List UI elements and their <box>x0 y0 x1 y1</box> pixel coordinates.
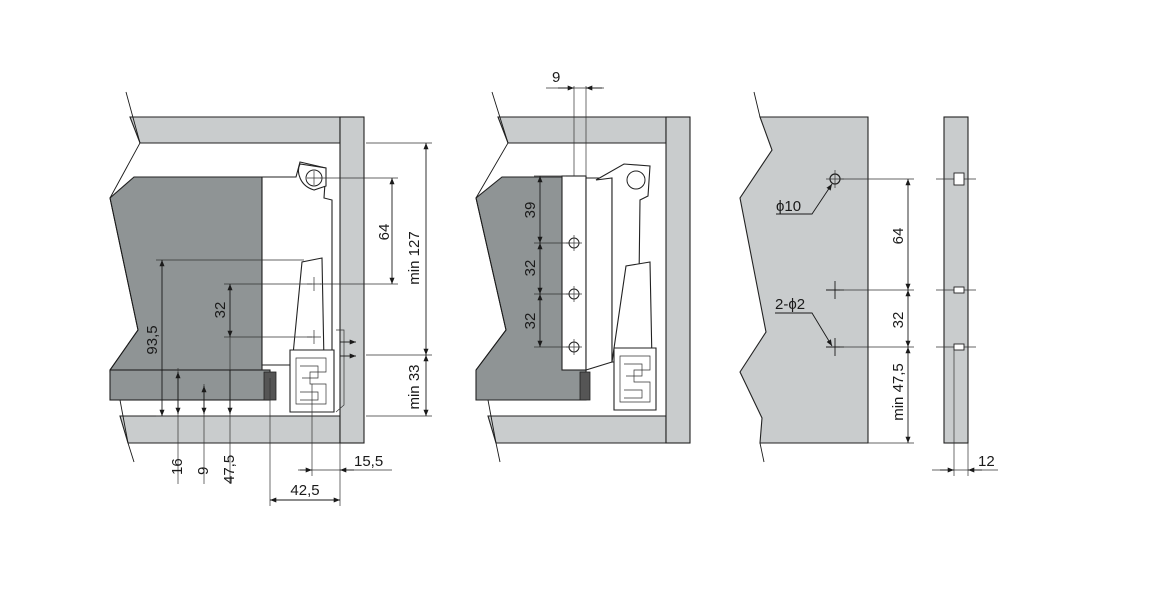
mid-cabinet-bottom-board <box>487 415 667 444</box>
right-edge-profile <box>943 116 969 444</box>
right-view: ϕ10 2-ϕ2 64 32 min 47,5 12 <box>739 91 998 476</box>
left-dim-9: 9 <box>195 467 212 475</box>
left-drawer-front <box>109 176 263 373</box>
right-dim-12: 12 <box>978 453 995 470</box>
middle-view: 9 39 32 32 <box>475 69 691 463</box>
left-dim-min33: min 33 <box>406 364 423 409</box>
mid-dim-32-b: 32 <box>522 313 539 330</box>
left-dim-min127: min 127 <box>406 231 423 284</box>
mid-cabinet-top-board <box>497 116 667 144</box>
right-side-panel <box>739 116 869 444</box>
left-dim-47-5: 47,5 <box>221 455 238 484</box>
mid-cabinet-side-board <box>665 116 691 444</box>
left-dim-64: 64 <box>376 224 393 241</box>
left-dim-15-5: 15,5 <box>354 453 383 470</box>
mid-dim-9: 9 <box>552 69 560 86</box>
left-dim-93-5: 93,5 <box>144 325 161 354</box>
left-view: 64 min 127 min 33 32 93,5 16 9 47,5 15,5 <box>109 91 432 506</box>
mid-mounting-plate <box>561 175 587 371</box>
mid-dim-39: 39 <box>522 202 539 219</box>
right-dim-min47-5: min 47,5 <box>890 363 907 421</box>
mid-dim-32-a: 32 <box>522 260 539 277</box>
left-dim-32: 32 <box>212 302 229 319</box>
left-dim-42-5: 42,5 <box>290 482 319 499</box>
hole-small-label: 2-ϕ2 <box>775 296 805 313</box>
left-cabinet-side-board <box>339 116 365 444</box>
left-runner-plate <box>261 161 333 366</box>
left-cabinet-top-board <box>129 116 341 144</box>
right-dim-64: 64 <box>890 228 907 245</box>
left-dim-16: 16 <box>169 458 186 475</box>
right-dim-32: 32 <box>890 312 907 329</box>
hole-large-label: ϕ10 <box>776 198 801 215</box>
left-drawer-bottom-strip <box>109 369 271 401</box>
